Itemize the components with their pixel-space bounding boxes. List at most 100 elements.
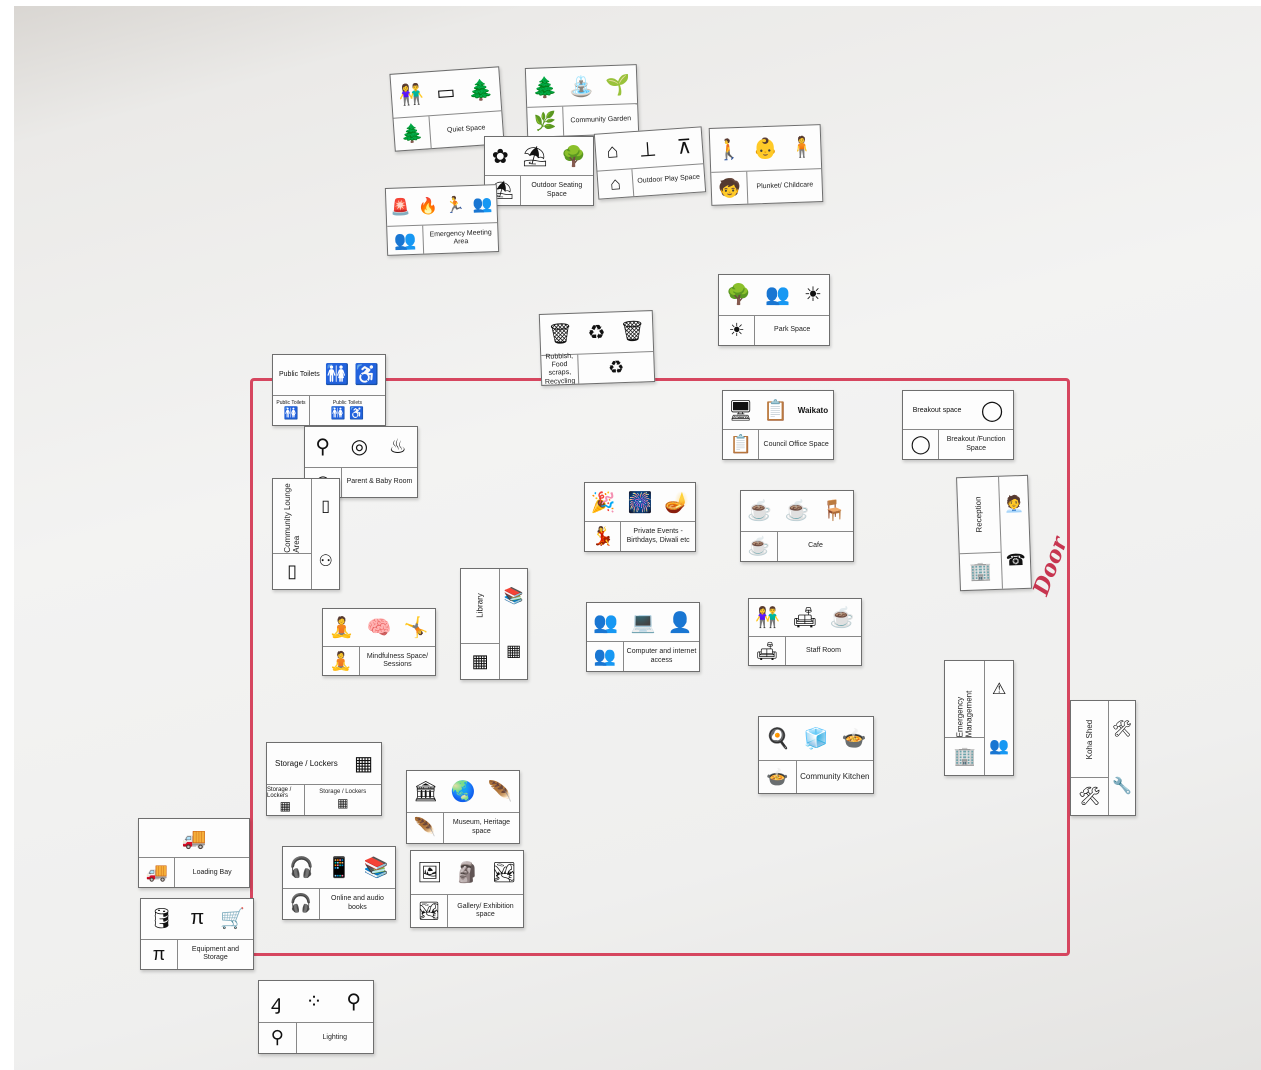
building-boundary (250, 378, 1070, 956)
card-label: Community Kitchen (800, 772, 870, 782)
bin-icon: ♻ (607, 356, 625, 378)
sub-label: Storage / Lockers (267, 786, 292, 799)
easel-icon: 🖼 (417, 862, 443, 885)
truck-icon: 🚚 (181, 827, 207, 850)
card-private-events[interactable]: 🎉🎆🪔 💃 Private Events - Birthdays, Diwali… (584, 482, 696, 552)
card-label: Museum, Heritage space (452, 819, 511, 835)
card-label: Emergency Management (955, 690, 974, 738)
sofa-icon: 🛋 (792, 607, 818, 630)
field-icon: ☀ (728, 319, 745, 340)
card-staff-room[interactable]: 👫 🛋 ☕ 🛋 Staff Room (748, 598, 862, 666)
watering-can-icon: ⛲ (568, 75, 595, 99)
baby-seat-icon: ◎ (350, 436, 369, 459)
parent-child-icon: 🚶 (715, 138, 742, 162)
seesaw-icon: ⊥ (638, 138, 658, 162)
sub-label: Public Toilets (332, 400, 363, 407)
lounge-icon: ⚇ (318, 553, 333, 571)
barrel-icon: 🛢 (148, 908, 175, 931)
card-label: Emergency Meeting Area (429, 229, 492, 246)
people-icon: 👫 (755, 607, 781, 630)
card-label: Community Lounge Area (283, 483, 302, 553)
card-park-space[interactable]: 🌳👥☀ ☀ Park Space (718, 274, 830, 346)
diya-icon: 🪔 (664, 491, 690, 514)
meditation-icon: 🧘 (329, 650, 353, 671)
fire-icon: 🔥 (417, 197, 439, 216)
card-rubbish[interactable]: 🗑♻🗑 Rubbish, Food scraps, Recycling ♻ (538, 310, 656, 386)
seated-icon: 🪑 (821, 500, 847, 523)
card-label: Public Toilets (279, 371, 320, 379)
card-emergency-meeting[interactable]: 🚨🔥🏃👥 👥 Emergency Meeting Area (384, 184, 500, 256)
slide-icon: ⊼ (676, 135, 693, 159)
toilet-icon: 🚻 (324, 364, 350, 387)
card-label: Lighting (322, 1033, 348, 1041)
card-emergency-management[interactable]: Emergency Management ⚠👥 🏢 (944, 660, 1014, 776)
card-public-toilets[interactable]: Public Toilets🚻♿ Public Toilets🚻 Public … (272, 354, 386, 426)
feather-icon: 🪶 (487, 780, 513, 803)
card-computer[interactable]: 👥💻👤 👥 Computer and internet access (586, 602, 700, 672)
card-loading-bay[interactable]: 🚚 🚚 Loading Bay (138, 818, 250, 888)
computer-icon: 💻 (630, 611, 656, 634)
card-label: Cafe (808, 542, 823, 550)
mug-icon: ☕ (829, 607, 855, 630)
class-icon: 👥 (593, 646, 617, 667)
card-community-garden[interactable]: 🌲⛲🌱 🌿 Community Garden (524, 64, 640, 138)
toilet-icon: 🚻 (283, 406, 299, 421)
card-cafe[interactable]: ☕☕🪑 ☕ Cafe (740, 490, 854, 562)
card-online-audio[interactable]: 🎧📱📚 🎧 Online and audio books (282, 846, 396, 920)
accessible-icon: ♿ (354, 364, 379, 387)
card-outdoor-seating[interactable]: ✿⛱🌳 ⛱ Outdoor Seating Space (484, 136, 594, 206)
playground-icon: ⌂ (609, 173, 622, 194)
card-label: Mindfulness Space/ Sessions (366, 652, 429, 669)
reception-desk-icon: 🧑‍💼 (1003, 495, 1025, 514)
crowd-icon: 👥 (393, 229, 417, 251)
card-label: Staff Room (806, 646, 841, 654)
baby-icon: 👶 (752, 137, 779, 161)
card-label: Breakout /Function Space (946, 436, 1006, 452)
lockers-icon: ▦ (279, 798, 291, 813)
card-plunket[interactable]: 🚶👶🧍 🧒 Plunket/ Childcare (708, 124, 824, 206)
sofa-icon: ▯ (321, 498, 331, 516)
card-reception[interactable]: Reception 🧑‍💼☎ 🏢 (956, 474, 1032, 592)
books-icon: 📚 (503, 588, 524, 606)
meeting-table-icon: ◯ (910, 434, 931, 455)
header-label: Waikato (797, 405, 829, 415)
card-breakout[interactable]: Breakout space◯ ◯ Breakout /Function Spa… (902, 390, 1014, 460)
desk-icon: 🖥 (727, 399, 754, 422)
card-community-kitchen[interactable]: 🍳🧊🍲 🍲 Community Kitchen (758, 716, 874, 794)
fireworks-icon: 🎆 (627, 491, 653, 514)
card-gallery[interactable]: 🖼🗿🏞 🏞 Gallery/ Exhibition space (410, 850, 524, 928)
fridge-icon: 🧊 (803, 728, 829, 751)
card-library[interactable]: Library 📚▦ ▦ (460, 568, 528, 680)
card-parent-baby[interactable]: ⚲◎♨ ◎ Parent & Baby Room (304, 426, 418, 498)
card-community-lounge[interactable]: Community Lounge Area ▯⚇ ▯ (272, 478, 340, 590)
playground-icon: ⌂ (605, 139, 620, 163)
card-storage[interactable]: Storage / Lockers▦ Storage / Lockers▦ St… (266, 742, 382, 816)
picture-icon: 🏞 (417, 900, 441, 921)
sub-label: Public Toilets (276, 400, 306, 407)
card-label: Reception (973, 496, 984, 534)
running-icon: 🏃 (444, 196, 466, 215)
card-label: Equipment and Storage (191, 945, 240, 962)
card-mindfulness[interactable]: 🧘🧠🤸 🧘 Mindfulness Space/ Sessions (322, 608, 436, 676)
card-koha-shed[interactable]: Koha Shed 🛠🔧 🛠 (1070, 700, 1136, 816)
card-museum[interactable]: 🏛🌏🪶 🪶 Museum, Heritage space (406, 770, 520, 844)
stove-icon: 🍳 (765, 728, 791, 751)
card-lighting[interactable]: ꜭ⁘⚲ ⚲ Lighting (258, 980, 374, 1054)
table-icon: π (152, 943, 166, 964)
tree-icon: 🌳 (561, 145, 587, 168)
people-icon: 👫 (397, 83, 425, 108)
sofa-icon: 🛋 (755, 640, 779, 661)
phone-icon: ☎ (1005, 551, 1027, 570)
tree-icon: 🌲 (467, 78, 494, 103)
card-outdoor-play[interactable]: ⌂⊥⊼ ⌂ Outdoor Play Space (593, 126, 707, 200)
crowd-icon: 👥 (472, 195, 493, 214)
tablet-icon: 📱 (326, 856, 352, 879)
warning-icon: ⚠ (992, 681, 1007, 699)
drill-icon: 🔧 (1112, 778, 1132, 796)
feather-icon: 🪶 (413, 817, 437, 838)
card-label: Loading Bay (192, 868, 232, 876)
card-equipment[interactable]: 🛢π🛒 π Equipment and Storage (140, 898, 254, 970)
card-council-office[interactable]: 🖥📋Waikato 📋 Council Office Space (722, 390, 834, 460)
table-icon: π (190, 907, 205, 930)
bookshelf-icon: ▦ (506, 643, 522, 661)
